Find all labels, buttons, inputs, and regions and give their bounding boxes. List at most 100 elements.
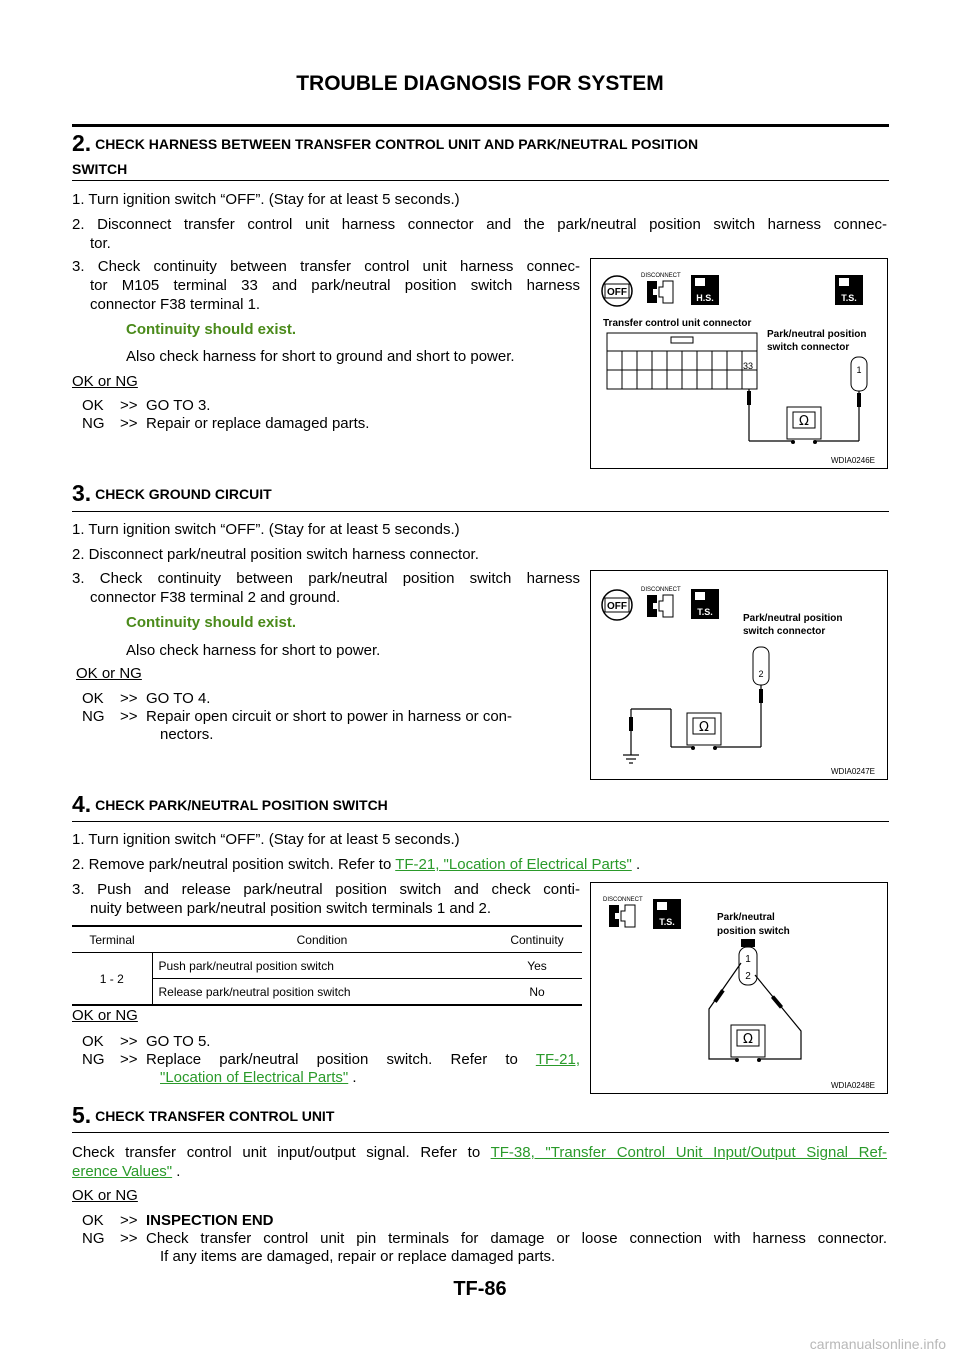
figure-code: WDIA0247E	[831, 767, 875, 776]
step-3-heading-text: CHECK GROUND CIRCUIT	[95, 486, 272, 502]
ok-action: GO TO 4.	[146, 690, 211, 707]
ignition-off-icon: OFF	[601, 589, 633, 621]
ohmmeter-icon: Ω	[786, 406, 822, 444]
ok-action: GO TO 5.	[146, 1033, 211, 1050]
arrow-icon: >>	[120, 1051, 138, 1068]
ng-action-text: Replace park/neutral position switch. Re…	[146, 1051, 536, 1068]
step-5-heading: 5. CHECK TRANSFER CONTROL UNIT	[72, 1104, 889, 1127]
ground-icon	[623, 747, 639, 764]
step-3-result-label: OK or NG	[76, 665, 142, 682]
ts-badge-icon: T.S.	[835, 275, 863, 305]
step-2-ng-line: NG>>Repair or replace damaged parts.	[82, 414, 369, 433]
step-5-text-line2: erence Values" .	[72, 1162, 180, 1181]
arrow-icon: >>	[120, 690, 138, 707]
pnp-connector-label-2: switch connector	[767, 342, 849, 353]
step-3-ok-line: OK >> GO TO 4.	[82, 689, 210, 708]
harness-diagram-3: DISCONNECT T.S. Park/neutral position sw…	[603, 897, 875, 1090]
step-2-note: Also check harness for short to ground a…	[126, 348, 515, 365]
site-watermark: carmanualsonline.info	[809, 1336, 946, 1352]
step-2-heading: 2. CHECK HARNESS BETWEEN TRANSFER CONTRO…	[72, 130, 889, 156]
header-rule	[72, 124, 889, 127]
ng-key: NG	[82, 708, 105, 725]
figure-code: WDIA0248E	[831, 1081, 875, 1090]
disconnect-icon: DISCONNECT	[603, 897, 643, 928]
ref-link-location-parts[interactable]: "Location of Electrical Parts"	[160, 1069, 349, 1086]
test-leads	[748, 389, 860, 442]
ok-key: OK	[82, 690, 104, 707]
pnp-connector-label-2: switch connector	[743, 626, 825, 637]
step-4-heading-text: CHECK PARK/NEUTRAL POSITION SWITCH	[95, 797, 388, 813]
svg-text:1: 1	[745, 954, 751, 965]
step-2-item-1: 1. Turn ignition switch “OFF”. (Stay for…	[72, 191, 460, 208]
arrow-icon: >>	[120, 1230, 138, 1247]
ok-key: OK	[82, 1212, 104, 1229]
harness-diagram-2: OFF DISCONNECT T.S. Park/neutral positio…	[601, 587, 875, 776]
arrow-icon: >>	[120, 397, 138, 414]
harness-diagram-1: OFF DISCONNECT H.S. T.S. Transfer contro…	[601, 273, 875, 465]
probe-icon	[759, 689, 763, 703]
step-2-result-label: OK or NG	[72, 373, 138, 390]
ng-action: Repair or replace damaged parts.	[146, 415, 370, 432]
ohmmeter-icon: Ω	[686, 712, 722, 750]
table-header-continuity: Continuity	[510, 932, 564, 947]
probe-icon	[770, 995, 784, 1009]
table-header-terminal: Terminal	[89, 932, 135, 947]
svg-text:Ω: Ω	[699, 720, 709, 735]
hs-badge-icon: H.S.	[691, 275, 719, 305]
figure-code: WDIA0246E	[831, 456, 875, 465]
figure-pnp-switch: DISCONNECT T.S. Park/neutral position sw…	[590, 882, 888, 1094]
svg-text:T.S.: T.S.	[697, 607, 713, 617]
step-3-number: 3.	[72, 480, 92, 506]
ok-key: OK	[82, 1033, 104, 1050]
step-5-text: Check transfer control unit input/output…	[72, 1144, 491, 1161]
step-2-number: 2.	[72, 130, 92, 156]
step-3-ng-action-line2: nectors.	[160, 726, 214, 743]
step-2-item-3-line3: connector F38 terminal 1.	[90, 296, 261, 313]
step-4-item-1: 1. Turn ignition switch “OFF”. (Stay for…	[72, 831, 460, 848]
step-4-item-3-line2: nuity between park/neutral position swit…	[90, 900, 492, 917]
step-2-item-3-line1: 3. Check continuity between transfer con…	[72, 258, 580, 275]
step-4-rule	[72, 821, 889, 822]
step-4-item-2: 2. Remove park/neutral position switch. …	[72, 855, 640, 874]
step-2-item-3-line2: tor M105 terminal 33 and park/neutral po…	[90, 277, 580, 294]
svg-text:OFF: OFF	[607, 287, 627, 298]
table-cell-condition: Release park/neutral position switch	[158, 984, 351, 999]
probe-icon	[713, 989, 725, 1003]
ref-link-tf38-cont[interactable]: erence Values"	[72, 1163, 173, 1180]
svg-text:2: 2	[758, 669, 763, 679]
ref-link-tf38[interactable]: TF-38, "Transfer Control Unit Input/Outp…	[490, 1144, 888, 1161]
step-4-result-label: OK or NG	[72, 1007, 138, 1024]
table-cell-continuity: Yes	[527, 958, 547, 973]
step-5-ok-line: OK>>INSPECTION END	[82, 1211, 274, 1230]
ok-key: OK	[82, 397, 104, 414]
ref-link-tf21-short[interactable]: TF-21,	[535, 1051, 580, 1068]
svg-text:DISCONNECT: DISCONNECT	[641, 273, 681, 279]
table-row: 1 - 2 Push park/neutral position switch …	[72, 952, 582, 1004]
svg-text:Ω: Ω	[743, 1032, 753, 1047]
svg-text:DISCONNECT: DISCONNECT	[603, 897, 643, 903]
svg-text:T.S.: T.S.	[659, 917, 675, 927]
ref-link-tf21[interactable]: TF-21, "Location of Electrical Parts"	[395, 856, 632, 873]
ng-action-line1: Repair open circuit or short to power in…	[146, 708, 513, 725]
ignition-off-icon: OFF	[601, 275, 633, 307]
step-4-ok-line: OK>>GO TO 5.	[82, 1032, 210, 1051]
svg-text:T.S.: T.S.	[841, 293, 857, 303]
table-cell-terminal: 1 - 2	[72, 952, 153, 1004]
step-3-item-3-line2: connector F38 terminal 2 and ground.	[90, 589, 341, 606]
table-cell-continuity: No	[529, 984, 545, 999]
step-2-item-2-line1: 2. Disconnect transfer control unit harn…	[72, 216, 887, 233]
pnp-connector-label-1: Park/neutral position	[743, 613, 842, 624]
step-2-spec: Continuity should exist.	[126, 321, 297, 338]
ts-badge-icon: T.S.	[691, 589, 719, 619]
ok-action: GO TO 3.	[146, 397, 211, 414]
continuity-table: Terminal Condition Continuity 1 - 2 Push…	[72, 925, 582, 1006]
step-5-ng-line2: If any items are damaged, repair or repl…	[160, 1248, 556, 1265]
step-4-heading: 4. CHECK PARK/NEUTRAL POSITION SWITCH	[72, 793, 889, 816]
table-row: Release park/neutral position switch No	[72, 979, 582, 1005]
terminal-33-label: 33	[743, 361, 753, 371]
pnp-switch-label-2: position switch	[717, 926, 790, 937]
ts-badge-icon: T.S.	[653, 899, 681, 929]
step-4-item-3-line1: 3. Push and release park/neutral positio…	[72, 881, 580, 898]
step-5-ng-line: NG>>Check transfer control unit pin term…	[82, 1229, 887, 1248]
svg-text:2: 2	[745, 971, 751, 982]
